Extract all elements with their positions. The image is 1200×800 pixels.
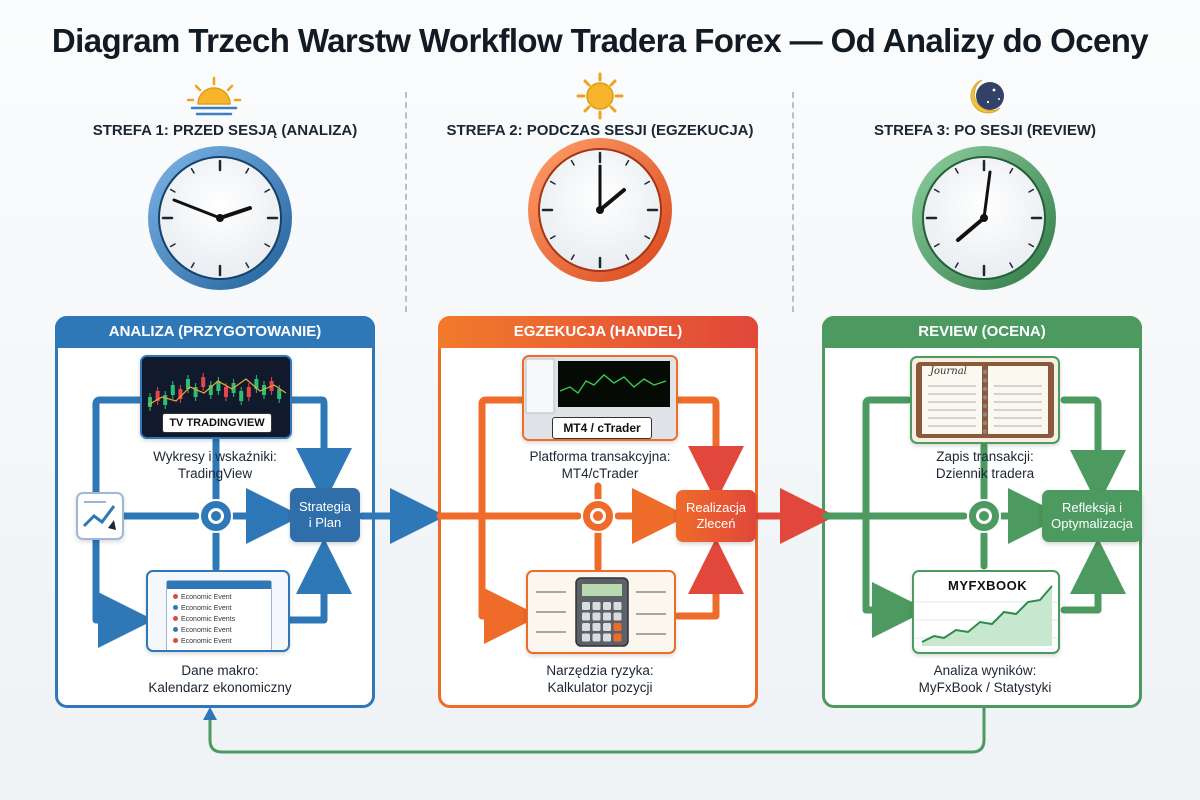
tradingview-chart-tile: TV TRADINGVIEW <box>140 355 292 439</box>
zone-3-label: STREFA 3: PO SESJI (REVIEW) <box>874 122 1096 139</box>
panel-egzekucja-title: EGZEKUCJA (HANDEL) <box>438 316 758 348</box>
label-platforma: Platforma transakcyjna: MT4/cTrader <box>529 449 671 481</box>
zone-divider-2 <box>792 92 794 312</box>
tradingview-badge: TV TRADINGVIEW <box>162 413 272 433</box>
mt4-platform-tile: MT4 / cTrader <box>522 355 678 441</box>
myfxbook-tile: MYFXBOOK <box>912 570 1060 654</box>
panel-review-title: REVIEW (OCENA) <box>822 316 1142 348</box>
journal-title: Journal <box>930 366 967 377</box>
zone-divider-1 <box>405 92 407 312</box>
clock-zone-3 <box>912 146 1056 290</box>
panel-analiza-title: ANALIZA (PRZYGOTOWANIE) <box>55 316 375 348</box>
zone-2-label: STREFA 2: PODCZAS SESJI (EGZEKUCJA) <box>446 122 754 139</box>
clock-zone-1 <box>148 146 292 290</box>
event-dot-icon <box>173 627 178 632</box>
trading-journal-tile: Journal <box>910 356 1060 444</box>
equity-curve-icon <box>914 585 1058 646</box>
calendar-event-item: Economic Events <box>173 614 265 625</box>
label-kalendarz: Dane makro: Kalendarz ekonomiczny <box>148 663 292 695</box>
calendar-event-item: Economic Event <box>173 603 265 614</box>
event-dot-icon <box>173 616 178 621</box>
myfxbook-logo: MYFXBOOK <box>944 578 1032 593</box>
calendar-event-item: Economic Event <box>173 592 265 603</box>
calculator-icon <box>536 577 666 647</box>
tradingview-logo-icon: TV <box>169 417 187 429</box>
analysis-chart-icon <box>76 492 124 540</box>
calendar-event-item: Economic Event <box>173 636 265 647</box>
diagram-title: Diagram Trzech Warstw Workflow Tradera F… <box>51 22 1149 59</box>
label-narzedzia: Narzędzia ryzyka: Kalkulator pozycji <box>546 663 654 695</box>
moon-icon <box>970 79 1004 114</box>
sunrise-icon <box>186 76 242 116</box>
position-calculator-tile <box>526 570 676 654</box>
sun-icon <box>576 72 624 120</box>
label-myfxbook: Analiza wyników: MyFxBook / Statystyki <box>918 663 1052 695</box>
feedback-loop-arrow <box>208 708 986 754</box>
journal-icon <box>916 362 1054 438</box>
calendar-event-item: Economic Event <box>173 625 265 636</box>
clock-zone-2 <box>528 138 672 282</box>
event-dot-icon <box>173 605 178 610</box>
event-dot-icon <box>173 594 178 599</box>
label-dziennik: Zapis transakcji: Dziennik tradera <box>935 449 1035 481</box>
mt4-badge: MT4 / cTrader <box>552 417 652 439</box>
zone-1-label: STREFA 1: PRZED SESJĄ (ANALIZA) <box>92 122 358 139</box>
event-dot-icon <box>173 638 178 643</box>
label-tradingview: Wykresy i wskaźniki: TradingView <box>153 449 277 481</box>
